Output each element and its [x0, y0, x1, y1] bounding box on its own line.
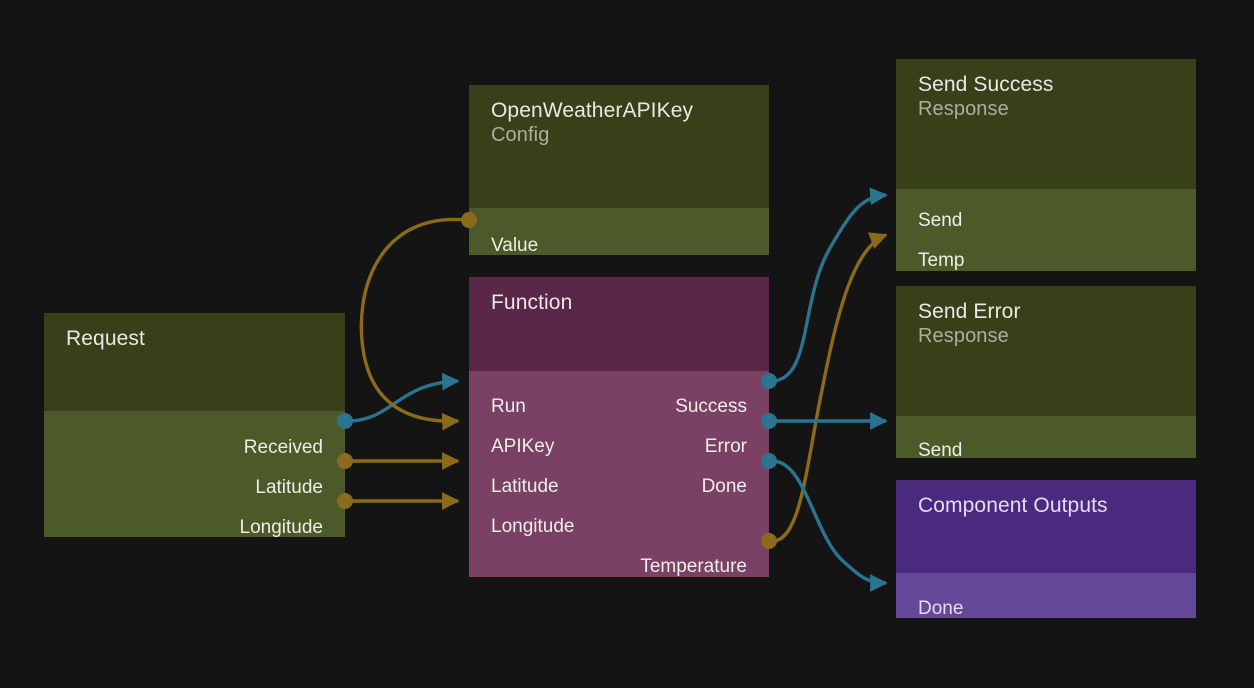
wire-done-to-done — [772, 459, 888, 592]
node-component-outputs-body: Done — [896, 573, 1196, 618]
node-openweatherapikey-title: OpenWeatherAPIKey — [491, 99, 694, 122]
port-request-longitude[interactable]: Longitude — [239, 517, 323, 537]
port-function-done[interactable]: Done — [701, 476, 747, 497]
port-dot-request-longitude[interactable] — [337, 493, 353, 509]
node-function-header: Function — [469, 277, 769, 371]
port-send-error-send[interactable]: Send — [918, 440, 963, 458]
port-send-success-send[interactable]: Send — [918, 210, 963, 231]
node-function-title: Function — [491, 291, 573, 314]
wire-success-to-send — [772, 187, 888, 383]
node-openweatherapikey-body: Value — [469, 208, 769, 255]
node-send-success-header: Send Success Response — [896, 59, 1196, 189]
node-request-body: Received Latitude Longitude — [44, 411, 345, 537]
node-openweatherapikey[interactable]: OpenWeatherAPIKey Config Value — [469, 85, 769, 255]
port-dot-function-temperature[interactable] — [761, 533, 777, 549]
wire-received-to-run — [347, 372, 460, 423]
port-send-success-temp[interactable]: Temp — [918, 250, 965, 271]
node-openweatherapikey-header: OpenWeatherAPIKey Config — [469, 85, 769, 208]
port-function-latitude[interactable]: Latitude — [491, 476, 559, 497]
port-dot-function-success[interactable] — [761, 373, 777, 389]
port-request-received[interactable]: Received — [243, 437, 323, 458]
node-send-success-body: Send Temp — [896, 189, 1196, 271]
node-function[interactable]: Function Run APIKey Latitude Longitude S… — [469, 277, 769, 577]
port-dot-request-latitude[interactable] — [337, 453, 353, 469]
node-send-success[interactable]: Send Success Response Send Temp — [896, 59, 1196, 271]
node-request[interactable]: Request Received Latitude Longitude — [44, 313, 345, 537]
node-component-outputs-title: Component Outputs — [918, 494, 1108, 517]
node-component-outputs-header: Component Outputs — [896, 480, 1196, 573]
node-send-error-body: Send — [896, 416, 1196, 458]
node-openweatherapikey-subtitle: Config — [491, 123, 550, 146]
port-component-outputs-done[interactable]: Done — [918, 598, 964, 618]
node-send-error[interactable]: Send Error Response Send — [896, 286, 1196, 458]
node-function-body: Run APIKey Latitude Longitude Success Er… — [469, 371, 769, 577]
port-request-latitude[interactable]: Latitude — [255, 477, 323, 498]
wire-value-to-apikey — [359, 217, 467, 431]
port-dot-function-error[interactable] — [761, 413, 777, 429]
wire-temperature-to-temp — [772, 232, 888, 543]
node-send-error-title: Send Error — [918, 300, 1021, 323]
port-dot-function-done[interactable] — [761, 453, 777, 469]
port-function-temperature[interactable]: Temperature — [640, 556, 747, 577]
port-function-error[interactable]: Error — [704, 436, 747, 457]
port-openweatherapikey-value[interactable]: Value — [491, 235, 539, 255]
port-function-run[interactable]: Run — [491, 396, 526, 417]
port-function-longitude[interactable]: Longitude — [491, 516, 575, 537]
node-send-success-title: Send Success — [918, 73, 1054, 96]
node-request-title: Request — [66, 327, 145, 350]
port-function-apikey[interactable]: APIKey — [491, 436, 555, 457]
node-request-header: Request — [44, 313, 345, 411]
port-dot-request-received[interactable] — [337, 413, 353, 429]
port-function-success[interactable]: Success — [675, 396, 747, 417]
node-send-success-subtitle: Response — [918, 97, 1009, 120]
port-dot-openweatherapikey-value[interactable] — [461, 212, 477, 228]
node-send-error-subtitle: Response — [918, 324, 1009, 347]
node-component-outputs[interactable]: Component Outputs Done — [896, 480, 1196, 618]
node-send-error-header: Send Error Response — [896, 286, 1196, 416]
